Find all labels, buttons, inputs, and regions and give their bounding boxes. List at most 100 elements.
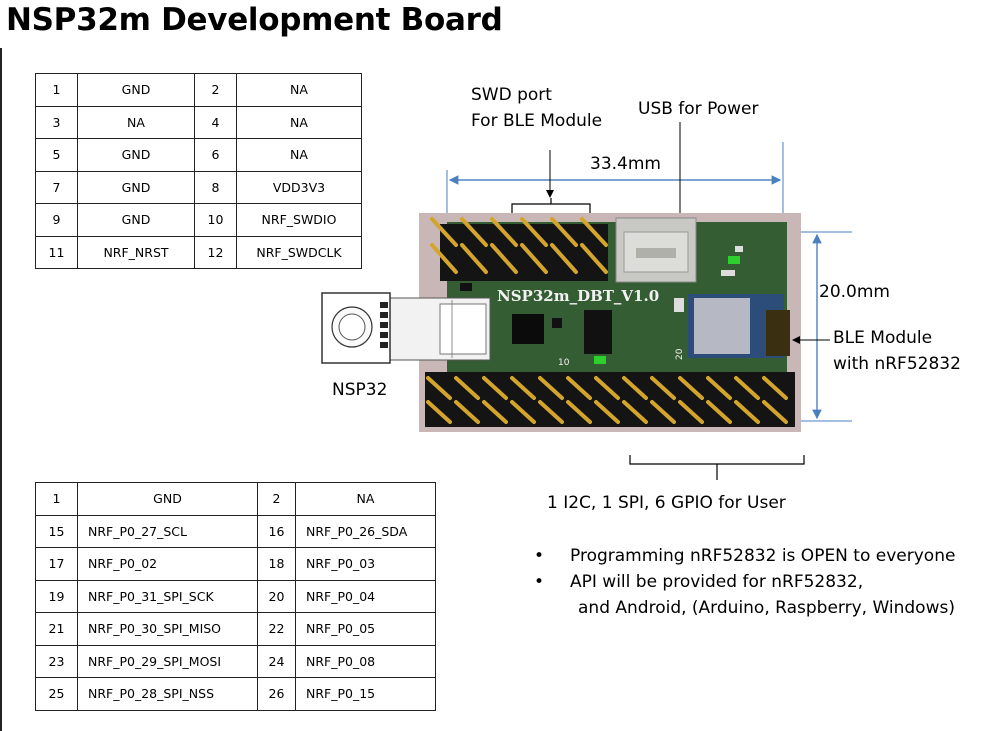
board-silk-label: NSP32m_DBT_V1.0 (497, 287, 659, 305)
pin-number-cell: 21 (35, 612, 78, 646)
header-pin (762, 400, 788, 424)
usb-power-label: USB for Power (638, 99, 759, 119)
width-dimension (446, 142, 784, 213)
header-pin (510, 376, 536, 400)
pin-signal-cell: NRF_P0_29_SPI_MOSI (77, 644, 258, 678)
pin-signal-cell: GND (77, 73, 195, 107)
header-pin (460, 243, 488, 274)
mcu-chip (512, 314, 544, 344)
header-pin (706, 400, 732, 424)
header-pin (734, 400, 760, 424)
header-pin (594, 376, 620, 400)
pin-number-cell: 15 (35, 514, 78, 548)
bullet-continuation: and Android, (Arduino, Raspberry, Window… (578, 598, 955, 618)
smd-part (721, 270, 735, 276)
pin-signal-cell: NRF_SWDCLK (236, 235, 362, 269)
pin-signal-cell: NRF_NRST (77, 235, 195, 269)
header-pin (734, 376, 760, 400)
header-pin (580, 217, 608, 247)
pin-number-cell: 8 (194, 170, 237, 204)
swd-port-label: SWD port (471, 85, 552, 105)
pin-number-cell: 22 (257, 612, 296, 646)
small-chip (552, 318, 562, 328)
header-pin (426, 400, 452, 424)
header-pin (650, 376, 676, 400)
header-pin (482, 376, 508, 400)
button-switch (584, 310, 612, 354)
header-pin (520, 217, 548, 247)
pin-signal-cell: NRF_SWDIO (236, 203, 362, 237)
pin-number-cell: 26 (257, 677, 296, 711)
header-pin (622, 376, 648, 400)
pin-number-cell: 1 (35, 482, 78, 516)
header-pin (550, 243, 578, 274)
header-pin (454, 400, 480, 424)
pin-number-cell: 4 (194, 105, 237, 139)
header-pin (490, 217, 518, 247)
header-pin (460, 217, 488, 247)
header-pin (762, 376, 788, 400)
bullet-dot: • (534, 546, 545, 566)
pin-number-cell: 18 (257, 547, 296, 581)
header-pin (622, 400, 648, 424)
pin-number-cell: 1 (35, 73, 78, 107)
header-pin (594, 400, 620, 424)
pin-signal-cell: NA (236, 138, 362, 172)
bullet-text: Programming nRF52832 is OPEN to everyone (570, 546, 956, 566)
feature-list: • Programming nRF52832 is OPEN to everyo… (534, 546, 955, 618)
header-pin (678, 400, 704, 424)
header-pin (430, 217, 458, 247)
nsp32-sensor (321, 292, 491, 364)
swd-bracket (511, 150, 591, 215)
header-pin (490, 243, 518, 274)
usb-connector (615, 217, 697, 283)
pin-signal-cell: NRF_P0_05 (295, 612, 436, 646)
header-pin (580, 243, 608, 274)
swd-header-pins (430, 217, 608, 274)
pin-signal-cell: GND (77, 170, 195, 204)
smd-part (674, 298, 684, 312)
header-pin (430, 243, 458, 274)
header-pin (538, 376, 564, 400)
pin-number-cell: 6 (194, 138, 237, 172)
header-pin (550, 217, 578, 247)
pin-number-cell: 12 (194, 235, 237, 269)
swd-header (440, 224, 608, 281)
green-led (728, 256, 740, 264)
pin-number-cell: 17 (35, 547, 78, 581)
pin-number-cell: 9 (35, 203, 78, 237)
pin-number-cell: 25 (35, 677, 78, 711)
left-border-line (0, 48, 2, 731)
header-pin (482, 400, 508, 424)
height-dimension-label: 20.0mm (819, 282, 890, 302)
list-item: • API will be provided for nRF52832, (534, 572, 955, 598)
io-bracket (629, 455, 805, 480)
ble-module-label: BLE Module (833, 328, 933, 348)
user-io-label: 1 I2C, 1 SPI, 6 GPIO for User (547, 493, 786, 513)
header-pin (678, 376, 704, 400)
width-dimension-label: 33.4mm (590, 154, 661, 174)
pin-number-cell: 3 (35, 105, 78, 139)
pin-signal-cell: NRF_P0_30_SPI_MISO (77, 612, 258, 646)
ble-module (688, 294, 790, 358)
smd-part (735, 246, 743, 252)
pin-signal-cell: GND (77, 138, 195, 172)
header-pin (566, 376, 592, 400)
nsp32-label: NSP32 (332, 380, 388, 400)
header-pin (520, 243, 548, 274)
pin-signal-cell: NA (236, 73, 362, 107)
header-pin (566, 400, 592, 424)
swd-port-sublabel: For BLE Module (471, 111, 603, 131)
pin-signal-cell: NRF_P0_08 (295, 644, 436, 678)
list-item: • Programming nRF52832 is OPEN to everyo… (534, 546, 955, 572)
pin-20-mark: 20 (675, 348, 685, 360)
header-pin (426, 376, 452, 400)
bullet-text: API will be provided for nRF52832, (570, 572, 864, 592)
